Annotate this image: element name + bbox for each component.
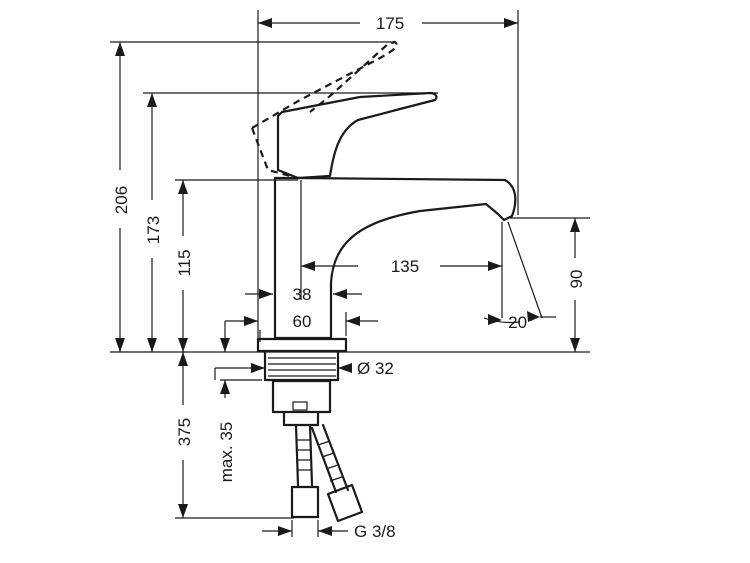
faucet-body bbox=[256, 176, 517, 353]
extension-lines bbox=[110, 10, 590, 537]
dimension-206: 206 bbox=[112, 42, 131, 352]
dimension-173-label: 173 bbox=[144, 216, 163, 244]
dimension-60: 60 bbox=[224, 312, 378, 338]
dimension-135: 135 bbox=[301, 257, 502, 276]
dimension-90-label: 90 bbox=[567, 270, 586, 289]
dimension-60-label: 60 bbox=[293, 312, 312, 331]
dimension-173: 173 bbox=[144, 93, 163, 352]
dimension-90: 90 bbox=[567, 218, 586, 352]
dimension-135-label: 135 bbox=[391, 257, 419, 276]
dimension-115-label: 115 bbox=[175, 249, 194, 276]
dimension-175-label: 175 bbox=[376, 14, 404, 33]
dimension-max-35: max. 35 bbox=[217, 338, 262, 482]
dimension-206-label: 206 bbox=[112, 186, 131, 214]
dimension-38: 38 bbox=[245, 285, 362, 304]
lever-raised-outline bbox=[250, 40, 398, 180]
dimension-thread-label: G 3/8 bbox=[354, 522, 396, 541]
dimension-angle-label: 20° bbox=[508, 313, 534, 332]
supply-hoses bbox=[290, 423, 364, 523]
lever-handle bbox=[276, 91, 438, 180]
dimension-thread: G 3/8 bbox=[262, 522, 396, 541]
dimension-175: 175 bbox=[258, 14, 518, 33]
mounting-shank bbox=[263, 350, 340, 427]
dimension-angle: 20° bbox=[483, 311, 556, 332]
dimension-375-label: 375 bbox=[175, 418, 194, 446]
dimension-38-label: 38 bbox=[293, 285, 312, 304]
dimension-115: 115 bbox=[175, 180, 194, 352]
dimension-375: 375 bbox=[175, 352, 194, 518]
dimension-diameter-32-label: Ø 32 bbox=[357, 359, 394, 378]
dimension-max-35-label: max. 35 bbox=[217, 422, 236, 482]
dimension-diameter-32: Ø 32 bbox=[214, 359, 394, 380]
